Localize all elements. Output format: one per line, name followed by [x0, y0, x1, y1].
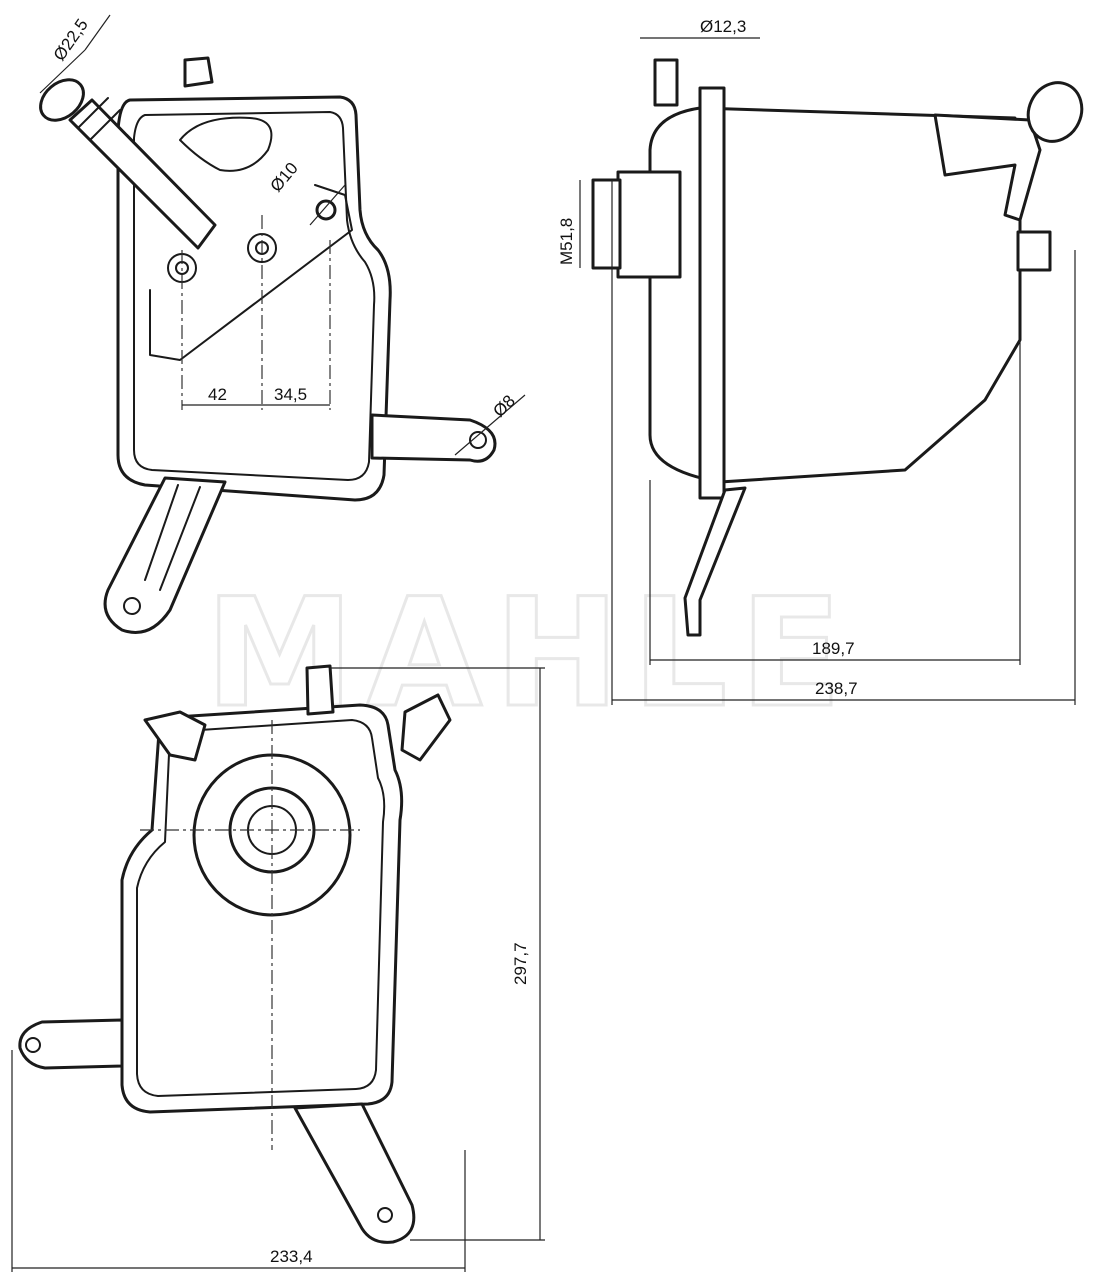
bottom-bracket	[103, 476, 227, 634]
dim-cap-thread: M51,8	[557, 218, 576, 265]
front-bottom-bracket-hole	[377, 1207, 393, 1223]
bottom-bracket-rib-a	[144, 484, 179, 581]
dim-offset-left: 42	[208, 385, 227, 404]
top-nipple	[183, 56, 214, 88]
dim-height-overall: 297,7	[511, 942, 530, 985]
dim-offset-right: 34,5	[274, 385, 307, 404]
side-view-right-nipple	[1016, 230, 1052, 272]
top-view-tank-inner	[133, 111, 376, 481]
dim-depth-overall: 238,7	[815, 679, 858, 698]
side-view-spout-cap	[1026, 81, 1084, 143]
inlet-clamp	[77, 97, 121, 141]
dim-mount-hole: Ø10	[267, 159, 302, 196]
top-view-tank-outline	[116, 95, 392, 502]
front-top-nipple	[305, 664, 335, 716]
filler-neck-outline	[179, 116, 273, 172]
front-view-tank-inner	[136, 719, 386, 1097]
brand-watermark: MAHLE	[205, 567, 854, 741]
dim-leader-inlet	[84, 14, 111, 51]
front-view-tank-outline	[120, 703, 404, 1114]
dim-top-port: Ø12,3	[700, 17, 746, 36]
inlet-hose-opening	[39, 78, 85, 122]
top-view: Ø22,5 Ø10 42 34,5 Ø8	[39, 14, 526, 634]
dim-leader-bracket	[454, 394, 526, 456]
front-view: 297,7 233,4	[11, 664, 545, 1272]
front-bottom-bracket	[293, 1102, 416, 1244]
front-left-nipple	[143, 710, 207, 762]
dim-line-inlet	[39, 49, 86, 94]
side-view: M51,8 Ø12,3 189,7 238,7	[557, 17, 1084, 705]
inner-rib	[149, 184, 353, 361]
dim-depth-inner: 189,7	[812, 639, 855, 658]
dim-width-overall: 233,4	[270, 1247, 313, 1266]
side-view-flange	[698, 86, 726, 500]
side-view-cap-thread	[591, 178, 622, 270]
inlet-hose	[68, 98, 217, 250]
dim-bracket-hole: Ø8	[489, 391, 518, 420]
right-bracket-hole	[469, 431, 487, 449]
side-view-bottom-bracket	[683, 486, 747, 637]
mount-hole	[315, 199, 337, 221]
dim-leader-mount	[309, 184, 346, 226]
bottom-bracket-rib-b	[159, 486, 201, 591]
right-bracket	[370, 413, 497, 463]
side-view-top-port	[653, 58, 679, 107]
side-view-cap	[616, 170, 682, 279]
front-left-bracket-hole	[25, 1037, 41, 1053]
front-left-bracket	[18, 1018, 124, 1070]
side-view-spout	[933, 113, 1042, 222]
dim-inlet-diameter: Ø22,5	[50, 15, 92, 64]
side-view-tank-body	[648, 106, 1022, 484]
front-right-nipple	[400, 693, 452, 762]
bottom-bracket-hole	[123, 597, 141, 615]
